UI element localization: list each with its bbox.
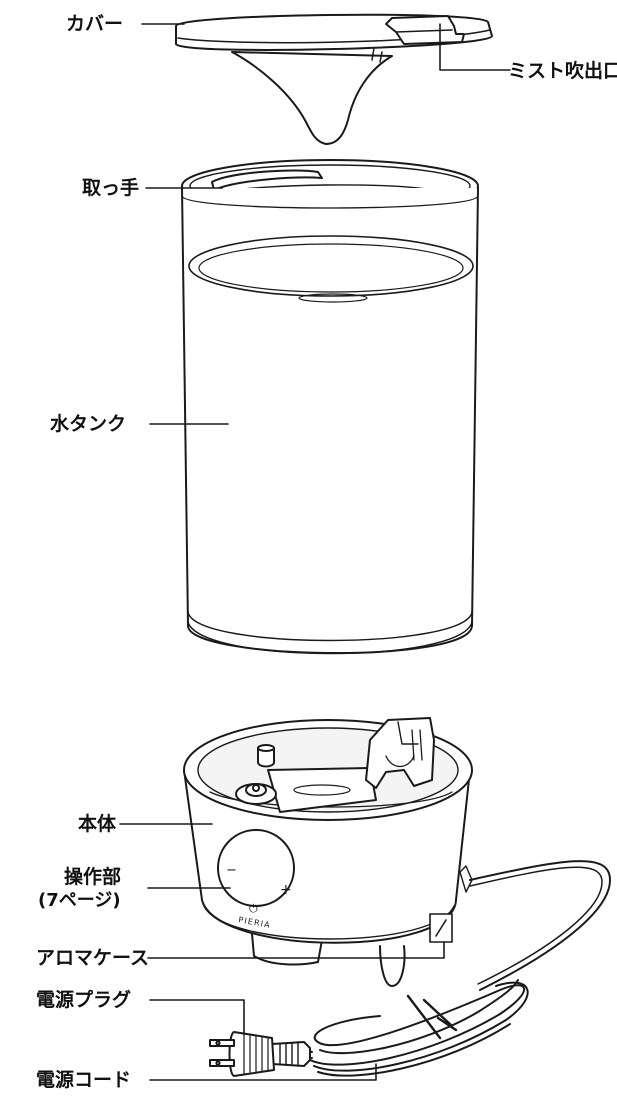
plug-prong-bottom (209, 1059, 235, 1067)
panel-plus-button[interactable]: + (280, 882, 292, 898)
cover-funnel (231, 51, 393, 145)
tank-handle (211, 169, 323, 191)
label-main-unit: 本体 (78, 813, 117, 835)
water-tank-part (181, 159, 479, 655)
leader-power-plug (149, 999, 245, 1035)
power-cord-part (209, 860, 611, 1077)
plug-prong-top (209, 1039, 235, 1047)
panel-power-icon[interactable]: ⏻ (249, 902, 258, 915)
mist-outlet-notch (385, 15, 465, 45)
cord-from-unit (469, 860, 611, 991)
leader-lines (119, 23, 511, 1081)
main-unit-part (183, 717, 473, 987)
label-power-cord: 電源コード (36, 1069, 132, 1091)
base-tank-clip (365, 717, 435, 789)
control-panel-dial (217, 829, 295, 907)
label-mist-outlet: ミスト吹出口 (508, 60, 617, 82)
base-foot-right (379, 945, 406, 987)
label-handle: 取っ手 (82, 177, 140, 199)
label-cover: カバー (66, 13, 124, 35)
label-water-tank: 水タンク (50, 413, 127, 435)
leader-mist-outlet (439, 23, 511, 71)
tank-water-surface (188, 235, 474, 297)
cover-part (175, 13, 493, 145)
tank-body (181, 187, 479, 655)
panel-minus-button[interactable]: − (226, 863, 237, 878)
label-aroma-case: アロマケース (36, 947, 150, 969)
label-control-panel: 操作部 (64, 866, 122, 888)
plug-body (228, 1031, 275, 1077)
label-control-panel-ref: (7ページ) (38, 890, 121, 911)
label-power-plug: 電源プラグ (36, 989, 132, 1011)
cord-coil (309, 984, 525, 1066)
cord-twist-tie (406, 994, 458, 1040)
base-inner-channel (267, 767, 377, 813)
leader-aroma-case (147, 941, 445, 959)
leader-power-cord (149, 1063, 377, 1081)
plug-strain-relief (271, 1041, 311, 1067)
